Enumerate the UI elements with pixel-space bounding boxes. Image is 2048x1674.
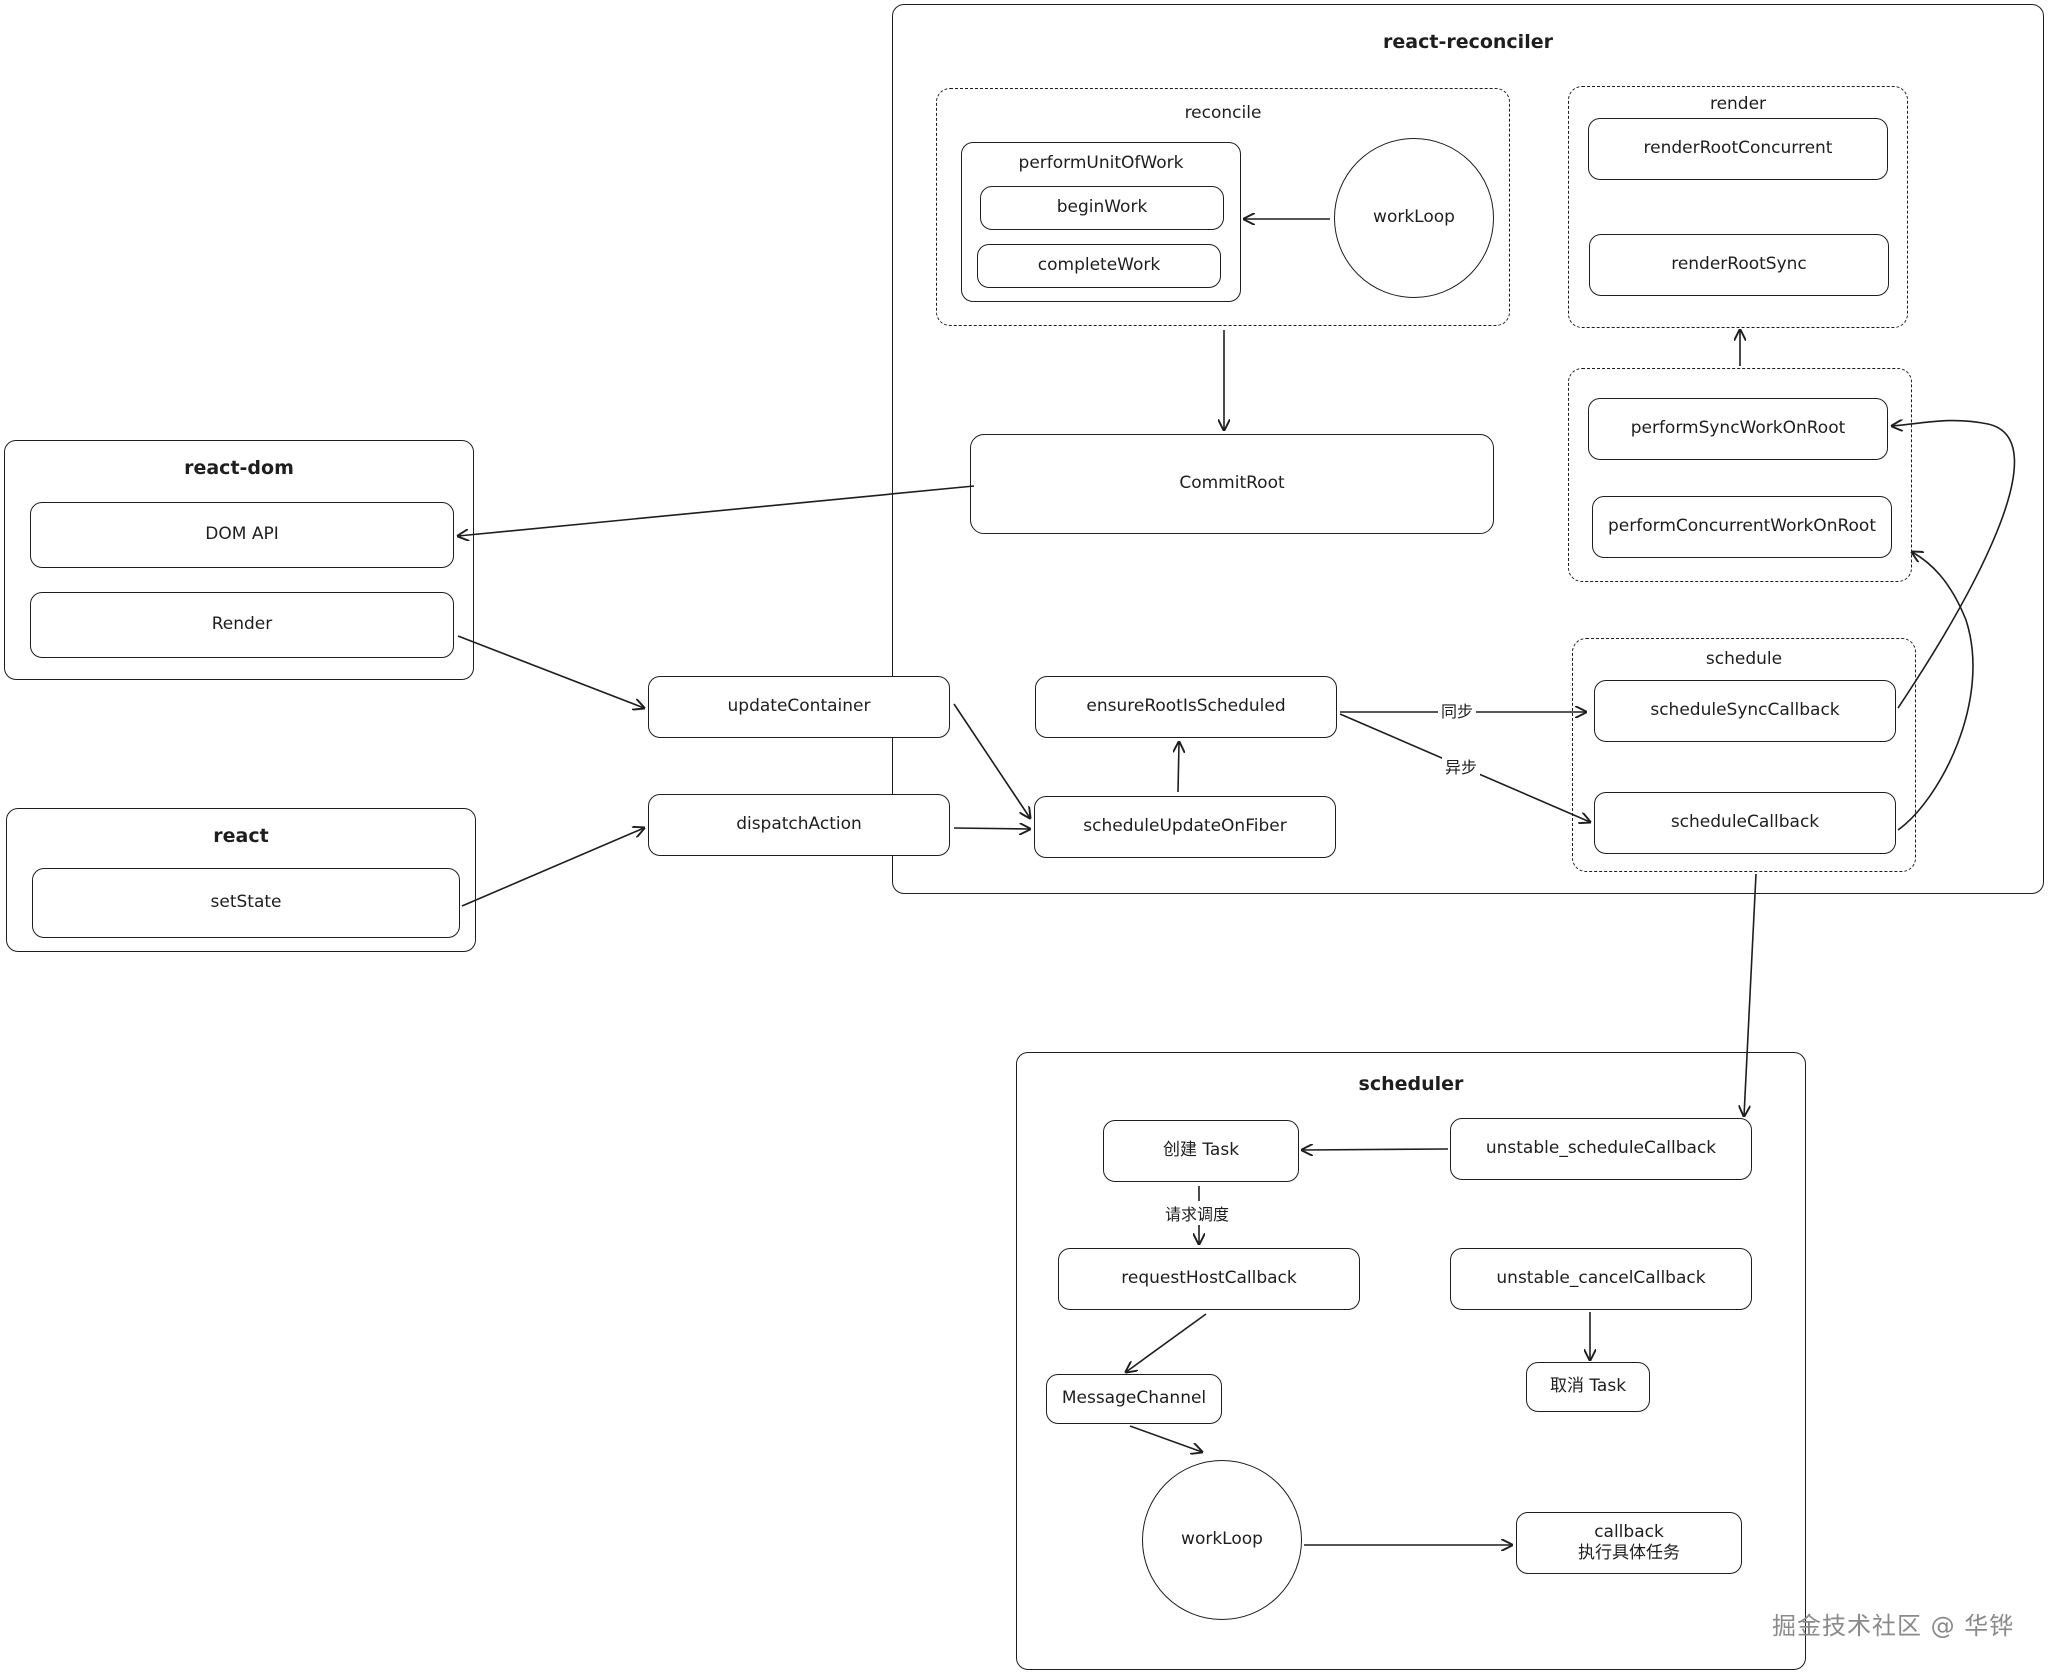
group-react-reconciler: react-reconciler xyxy=(892,4,2044,894)
node-work-loop-reconcile: workLoop xyxy=(1334,138,1494,298)
node-request-host-callback: requestHostCallback xyxy=(1058,1248,1360,1310)
edge-label-async: 异步 xyxy=(1442,754,1481,778)
watermark: 掘金技术社区 @ 华铧 xyxy=(1772,1612,2015,1640)
node-render-root-sync: renderRootSync xyxy=(1589,234,1889,296)
group-title-react-dom: react-dom xyxy=(184,457,294,479)
node-complete-work: completeWork xyxy=(977,244,1221,288)
group-perform-unit-of-work: performUnitOfWork xyxy=(961,142,1241,302)
node-cancel-task: 取消 Task xyxy=(1526,1362,1650,1412)
group-render: render xyxy=(1568,86,1908,328)
node-schedule-sync-callback: scheduleSyncCallback xyxy=(1594,680,1896,742)
node-work-loop-scheduler: workLoop xyxy=(1142,1460,1302,1620)
node-begin-work: beginWork xyxy=(980,186,1224,230)
node-set-state: setState xyxy=(32,868,460,938)
node-callback-line2: 执行具体任务 xyxy=(1578,1543,1680,1563)
node-callback: callback 执行具体任务 xyxy=(1516,1512,1742,1574)
node-commit-root: CommitRoot xyxy=(970,434,1494,534)
group-title-reconcile: reconcile xyxy=(1184,103,1262,123)
node-render: Render xyxy=(30,592,454,658)
group-title-perform-unit-of-work: performUnitOfWork xyxy=(1018,153,1184,173)
node-schedule-callback: scheduleCallback xyxy=(1594,792,1896,854)
group-title-render: render xyxy=(1709,94,1767,114)
node-callback-line1: callback xyxy=(1594,1521,1664,1542)
edge-label-request-schedule: 请求调度 xyxy=(1162,1201,1233,1225)
node-unstable-cancel-callback: unstable_cancelCallback xyxy=(1450,1248,1752,1310)
node-update-container: updateContainer xyxy=(648,676,950,738)
node-ensure-root-is-scheduled: ensureRootIsScheduled xyxy=(1035,676,1337,738)
edge-render-to-updatecontainer xyxy=(457,635,644,708)
group-scheduler: scheduler xyxy=(1016,1052,1806,1670)
node-dom-api: DOM API xyxy=(30,502,454,568)
node-perform-sync-work-on-root: performSyncWorkOnRoot xyxy=(1588,398,1888,460)
group-react-dom: react-dom xyxy=(4,440,474,680)
edge-label-sync: 同步 xyxy=(1438,698,1477,722)
group-title-react: react xyxy=(213,825,269,847)
group-title-scheduler: scheduler xyxy=(1358,1073,1464,1095)
node-dispatch-action: dispatchAction xyxy=(648,794,950,856)
node-create-task: 创建 Task xyxy=(1103,1120,1299,1182)
group-title-schedule: schedule xyxy=(1705,649,1783,669)
node-message-channel: MessageChannel xyxy=(1046,1374,1222,1424)
node-unstable-schedule-callback: unstable_scheduleCallback xyxy=(1450,1118,1752,1180)
edge-setstate-to-dispatchaction xyxy=(461,828,644,907)
node-perform-concurrent-work-on-root: performConcurrentWorkOnRoot xyxy=(1592,496,1892,558)
group-title-react-reconciler: react-reconciler xyxy=(1383,31,1553,53)
node-schedule-update-on-fiber: scheduleUpdateOnFiber xyxy=(1034,796,1336,858)
group-reconcile: reconcile xyxy=(936,88,1510,326)
node-render-root-concurrent: renderRootConcurrent xyxy=(1588,118,1888,180)
